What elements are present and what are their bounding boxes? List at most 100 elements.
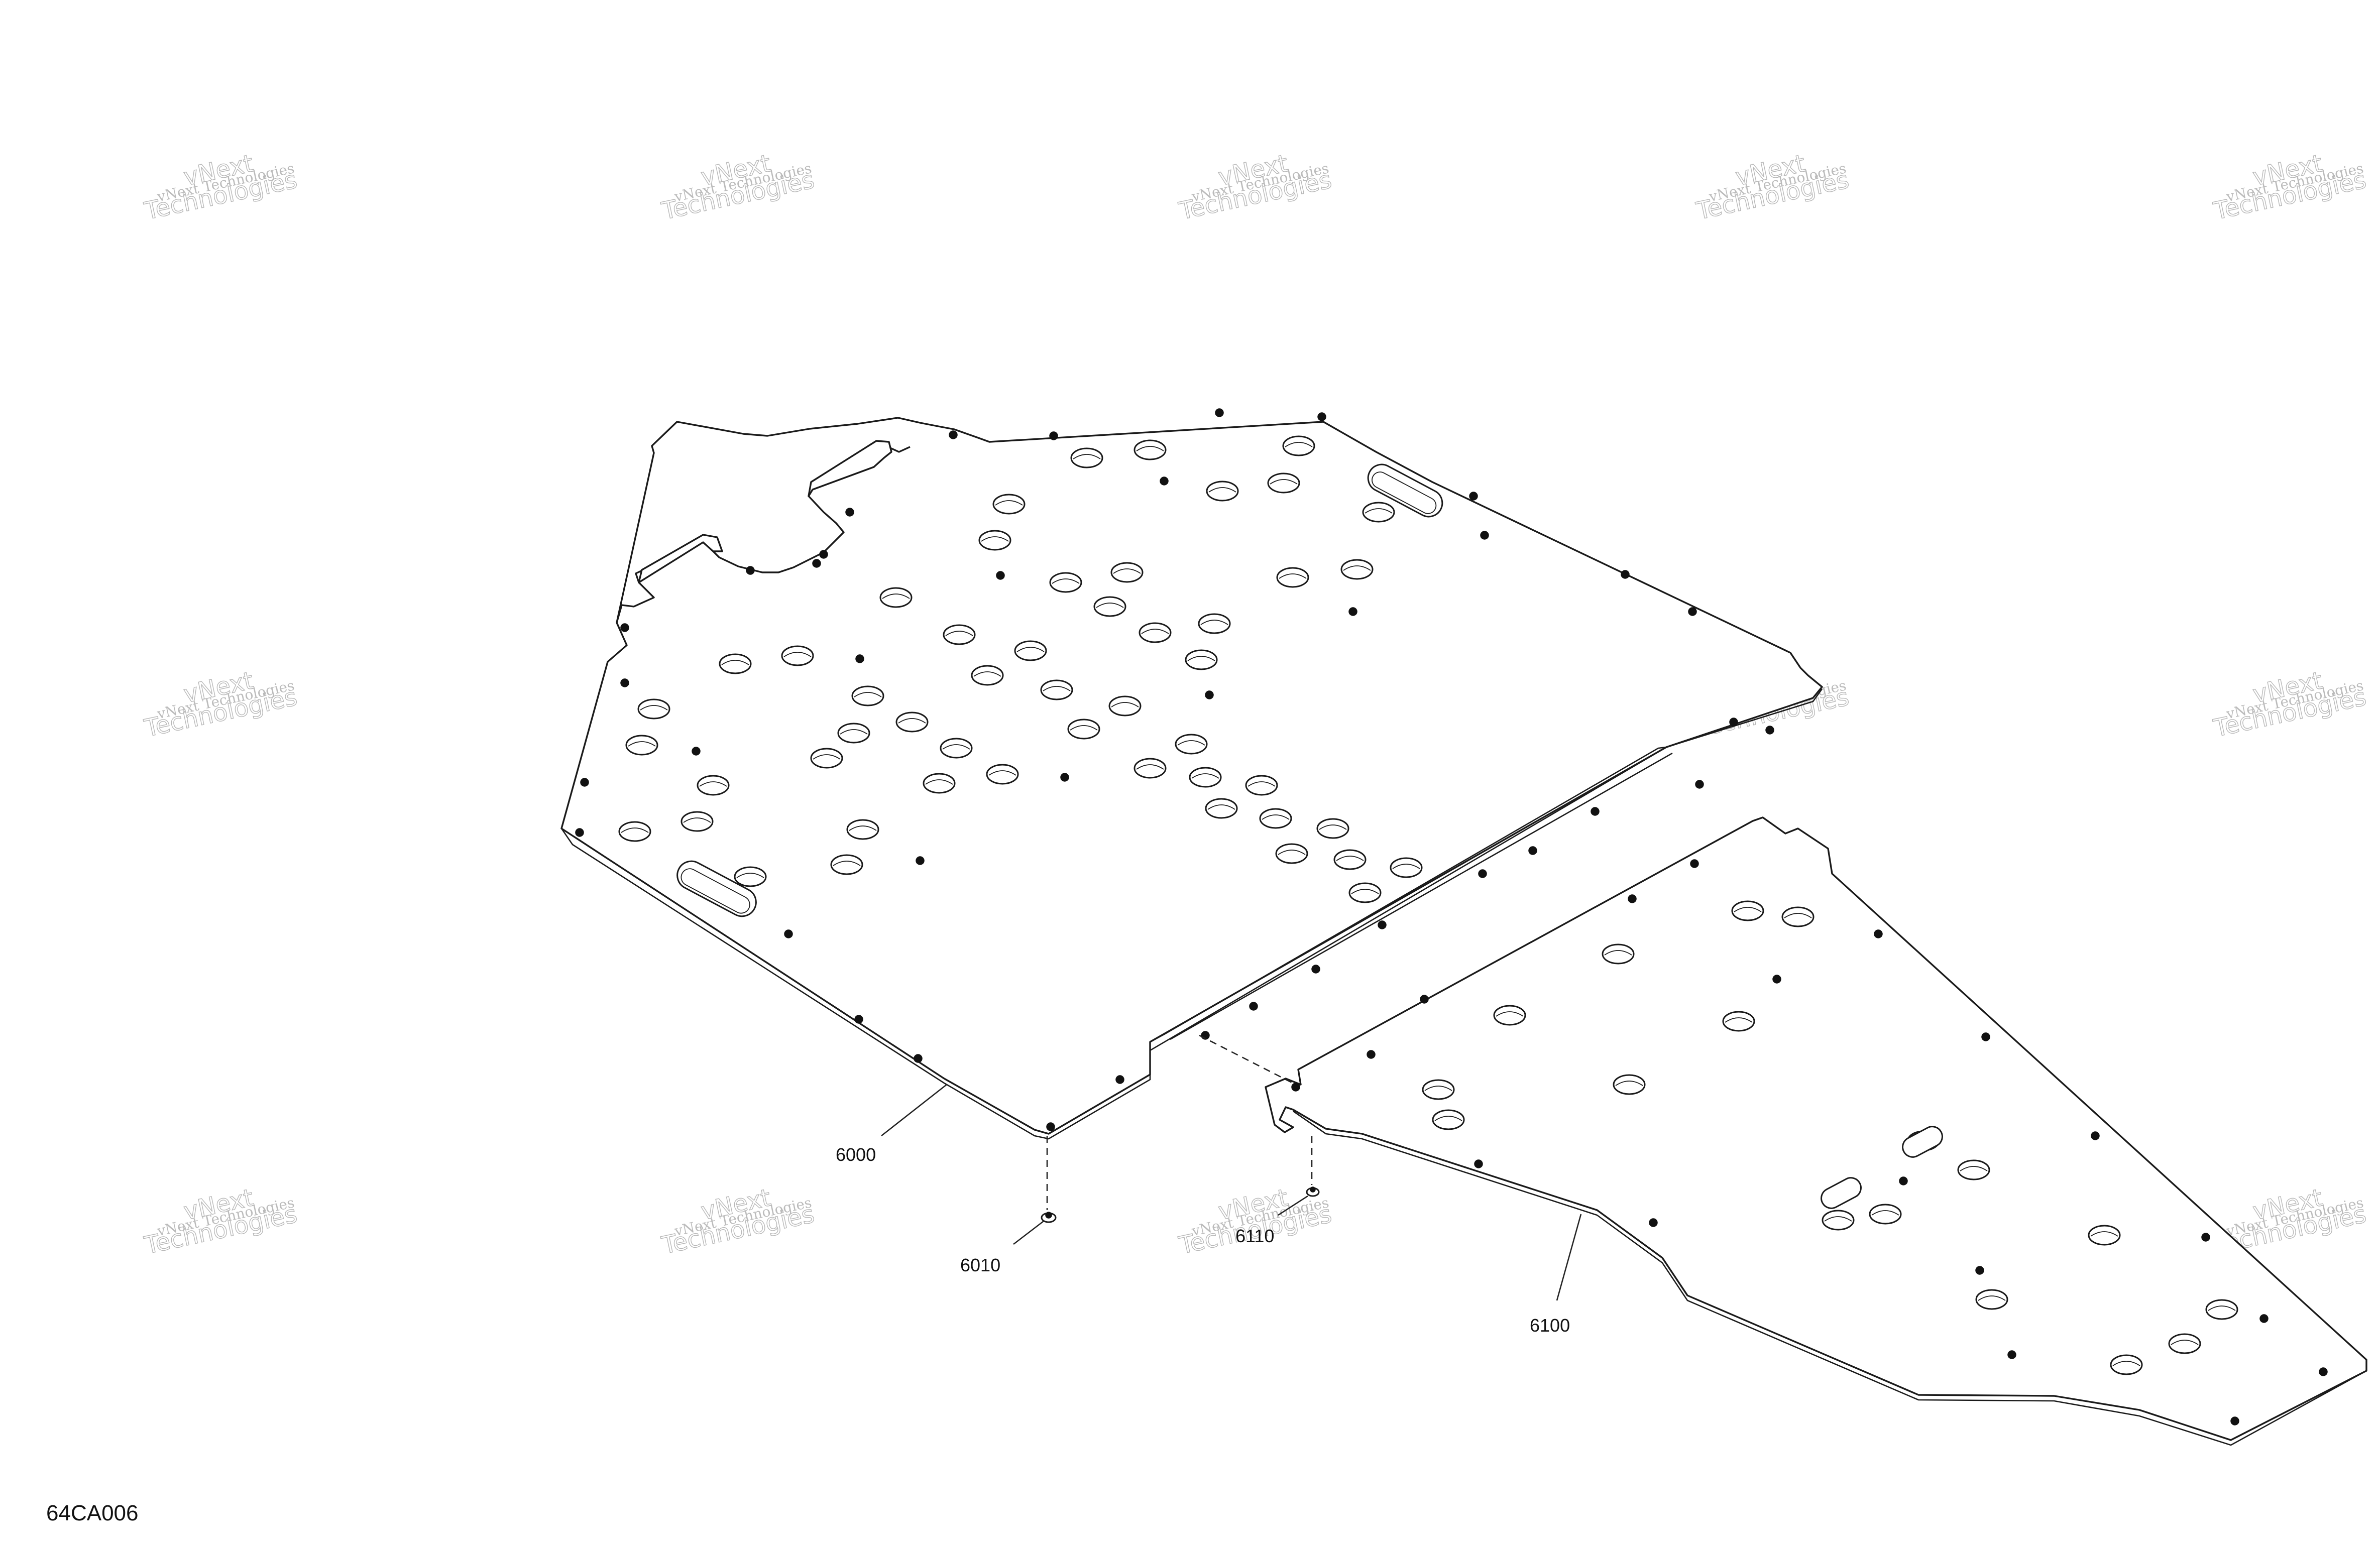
front-rivet (784, 929, 793, 938)
screw-6110[interactable] (1306, 1136, 1320, 1197)
front-rivet (620, 623, 629, 632)
rear-plate-outline (1265, 816, 2367, 1441)
front-rivet (1729, 718, 1738, 727)
front-plate-lip-top (1150, 746, 1667, 1043)
front-rivet (949, 430, 958, 439)
front-drain-hole (971, 665, 1004, 686)
front-slot-left (676, 860, 757, 917)
front-rivet (1311, 965, 1320, 974)
rear-drain-hole (1781, 906, 1815, 927)
rear-rivet (2201, 1233, 2210, 1242)
alignment-dashed-line (1199, 1034, 1296, 1086)
front-drain-hole (1348, 882, 1382, 903)
front-rivet (1695, 780, 1704, 789)
rear-rivet (1649, 1218, 1658, 1227)
front-drain-hole (1205, 798, 1238, 819)
front-rivet (1528, 846, 1537, 855)
front-drain-hole (1139, 622, 1172, 643)
front-flange-right (808, 440, 892, 497)
rear-drain-hole (1731, 900, 1764, 921)
screw-6010-center (1045, 1212, 1052, 1219)
front-drain-hole (734, 866, 767, 887)
rear-drain-hole (1613, 1074, 1646, 1095)
front-drain-hole (1198, 613, 1231, 634)
front-drain-hole (830, 854, 863, 875)
front-drain-hole (1093, 596, 1126, 617)
rear-rivets (1291, 859, 2328, 1426)
front-drain-hole (1276, 567, 1309, 588)
front-rivet (996, 571, 1005, 580)
front-drain-hole (943, 624, 976, 645)
front-drain-hole (1259, 808, 1292, 829)
front-drain-hole (1108, 695, 1142, 717)
front-rivet (746, 566, 755, 575)
rear-drain-hole (2205, 1299, 2238, 1320)
rear-rivet (1420, 995, 1429, 1004)
front-rivet (1160, 477, 1169, 486)
front-rivet (1765, 726, 1774, 735)
rear-rivet (2230, 1416, 2239, 1426)
rear-rivet (2259, 1314, 2269, 1323)
front-drain-hole (1134, 758, 1167, 779)
front-drain-hole (810, 748, 843, 769)
rear-rivet (1975, 1266, 1984, 1275)
front-rivet (1621, 570, 1630, 579)
front-skid-plate[interactable] (560, 408, 1823, 1140)
callout-6010: 6010 (960, 1255, 1000, 1275)
front-rivet (845, 508, 854, 517)
front-rivet (1060, 773, 1069, 782)
front-drain-hole (895, 711, 929, 733)
front-rivet (1591, 807, 1600, 816)
front-drain-hole (879, 587, 913, 608)
front-rivet (620, 678, 629, 687)
rear-drain-hole (1975, 1289, 2008, 1310)
callout-6100: 6100 (1530, 1315, 1570, 1336)
rear-drain-hole (2110, 1354, 2143, 1375)
front-drain-hole (940, 738, 973, 759)
front-rivet (1317, 412, 1326, 421)
rear-skid-plate[interactable] (1265, 816, 2367, 1446)
rear-drain-hole (1957, 1159, 1990, 1180)
leader-6100 (1556, 1214, 1582, 1301)
front-drain-hole (719, 653, 752, 674)
front-flange-left (638, 534, 723, 583)
front-drain-hole (618, 821, 651, 842)
front-rivet (854, 1015, 863, 1024)
front-drain-hole (837, 723, 870, 744)
front-rivet (1249, 1002, 1258, 1011)
rear-rivet (2007, 1350, 2016, 1359)
rear-slot (1902, 1126, 1943, 1158)
front-drain-hole (851, 685, 884, 706)
front-rivet (692, 747, 701, 756)
callout-6110: 6110 (1235, 1226, 1274, 1246)
front-drain-hole (1333, 849, 1367, 870)
front-rivet (580, 778, 589, 787)
front-rivet (1046, 1122, 1055, 1131)
front-drain-hole (1175, 734, 1208, 755)
rear-drain-hole (2088, 1225, 2121, 1246)
rear-drain-hole (1822, 1210, 1855, 1231)
front-plate-edge (560, 688, 1823, 1140)
front-rivet (1378, 920, 1387, 929)
front-rivet (1049, 431, 1058, 440)
front-drain-hole (1316, 818, 1349, 839)
rear-drain-hole (1422, 1079, 1455, 1100)
rear-rivet (2319, 1367, 2328, 1376)
front-drain-hole (992, 494, 1026, 515)
front-drain-hole (1110, 562, 1144, 583)
front-drain-hole (1189, 767, 1222, 788)
front-rivet (1478, 869, 1487, 878)
front-drain-hole (1362, 502, 1395, 523)
rear-drain-hole (1869, 1204, 1902, 1225)
rear-drain-hole (1722, 1011, 1755, 1032)
front-drain-hole (625, 735, 658, 756)
rear-drain-hole (1432, 1109, 1465, 1130)
leader-6110 (1278, 1195, 1308, 1216)
screw-6010[interactable] (1041, 1136, 1057, 1223)
rear-rivet (1874, 929, 1883, 938)
